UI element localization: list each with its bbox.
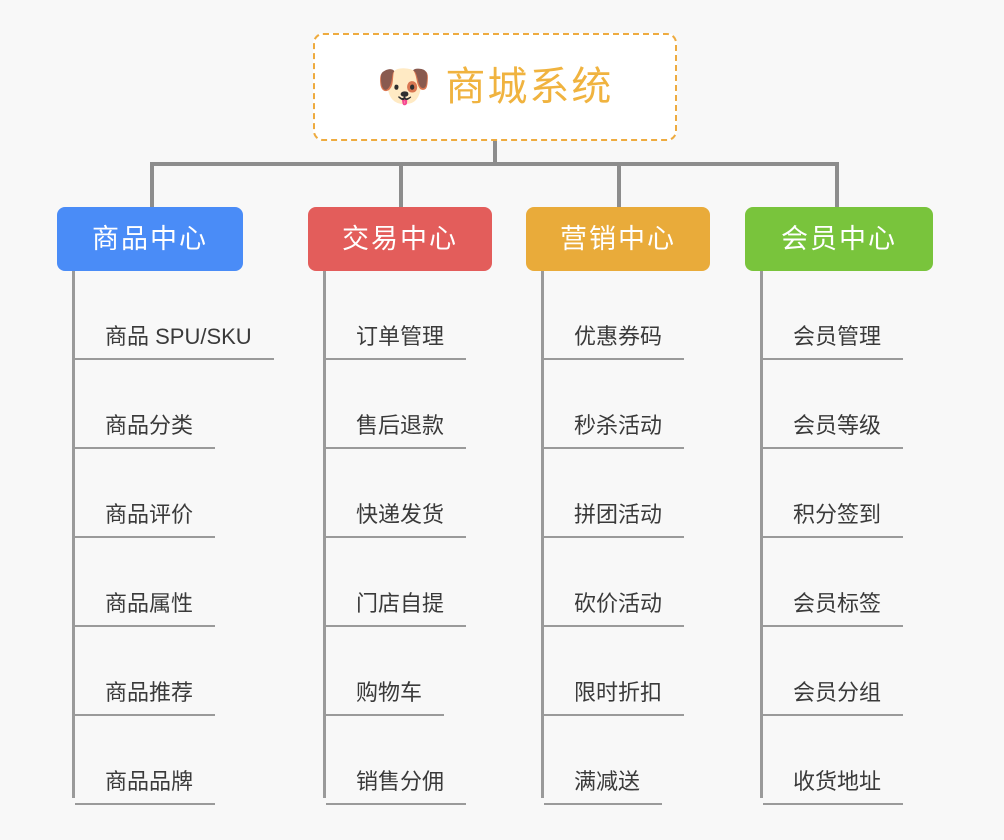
leaf-label: 销售分佣 (356, 769, 445, 794)
leaf-underline: 商品分类 (75, 409, 216, 449)
leaf-label: 积分签到 (793, 502, 882, 527)
leaf-label: 限时折扣 (574, 680, 663, 705)
category-box-marketing-center[interactable]: 营销中心 (526, 207, 710, 271)
leaf-label: 订单管理 (356, 324, 445, 349)
leaf-underline: 售后退款 (326, 409, 467, 449)
leaf-underline: 商品评价 (75, 498, 216, 538)
leaf-label: 收货地址 (793, 769, 882, 794)
leaf-label: 门店自提 (356, 591, 445, 616)
leaf-label: 满减送 (574, 769, 641, 794)
leaf-label: 秒杀活动 (574, 413, 663, 438)
leaf-underline: 限时折扣 (544, 676, 685, 716)
leaf-underline: 商品推荐 (75, 676, 216, 716)
leaf-underline: 门店自提 (326, 587, 467, 627)
category-label: 交易中心 (342, 223, 458, 254)
leaf-underline: 收货地址 (763, 765, 904, 805)
category-box-member-center[interactable]: 会员中心 (745, 207, 933, 271)
leaf-underline: 砍价活动 (544, 587, 685, 627)
leaf-underline: 商品属性 (75, 587, 216, 627)
leaf-underline: 积分签到 (763, 498, 904, 538)
leaf-underline: 商品品牌 (75, 765, 216, 805)
leaf-label: 售后退款 (356, 413, 445, 438)
drop-connector-2 (399, 162, 403, 208)
leaf-underline: 满减送 (544, 765, 663, 805)
leaf-underline: 优惠券码 (544, 320, 685, 360)
category-box-trade-center[interactable]: 交易中心 (308, 207, 492, 271)
leaf-underline: 订单管理 (326, 320, 467, 360)
leaf-label: 商品 SPU/SKU (105, 324, 252, 349)
leaf-label: 拼团活动 (574, 502, 663, 527)
leaf-label: 快递发货 (356, 502, 445, 527)
category-label: 会员中心 (781, 223, 897, 254)
leaf-underline: 秒杀活动 (544, 409, 685, 449)
category-label: 商品中心 (92, 223, 208, 254)
leaf-label: 会员管理 (793, 324, 882, 349)
category-box-product-center[interactable]: 商品中心 (57, 207, 243, 271)
leaf-underline: 会员管理 (763, 320, 904, 360)
leaf-label: 商品品牌 (105, 769, 194, 794)
leaf-label: 会员等级 (793, 413, 882, 438)
leaf-label: 砍价活动 (574, 591, 663, 616)
dog-face-icon: 🐶 (376, 62, 432, 111)
leaf-label: 会员分组 (793, 680, 882, 705)
drop-connector-3 (617, 162, 621, 208)
leaf-label: 商品推荐 (105, 680, 194, 705)
leaf-underline: 销售分佣 (326, 765, 467, 805)
leaf-underline: 商品 SPU/SKU (75, 320, 274, 360)
leaf-label: 优惠券码 (574, 324, 663, 349)
leaf-label: 购物车 (356, 680, 423, 705)
leaf-underline: 购物车 (326, 676, 445, 716)
leaf-label: 商品属性 (105, 591, 194, 616)
drop-connector-4 (835, 162, 839, 208)
branch-spine (541, 271, 544, 798)
category-label: 营销中心 (560, 223, 676, 254)
branch-spine (72, 271, 75, 798)
leaf-underline: 拼团活动 (544, 498, 685, 538)
leaf-label: 会员标签 (793, 591, 882, 616)
leaf-underline: 会员分组 (763, 676, 904, 716)
root-stem-connector (493, 141, 497, 164)
leaf-label: 商品评价 (105, 502, 194, 527)
root-node[interactable]: 🐶 商城系统 (313, 33, 677, 141)
leaf-underline: 会员标签 (763, 587, 904, 627)
drop-connector-1 (150, 162, 154, 208)
leaf-label: 商品分类 (105, 413, 194, 438)
branch-spine (760, 271, 763, 798)
leaf-underline: 快递发货 (326, 498, 467, 538)
branch-spine (323, 271, 326, 798)
root-title: 商城系统 (445, 65, 614, 109)
horizontal-bus-connector (150, 162, 837, 166)
leaf-underline: 会员等级 (763, 409, 904, 449)
